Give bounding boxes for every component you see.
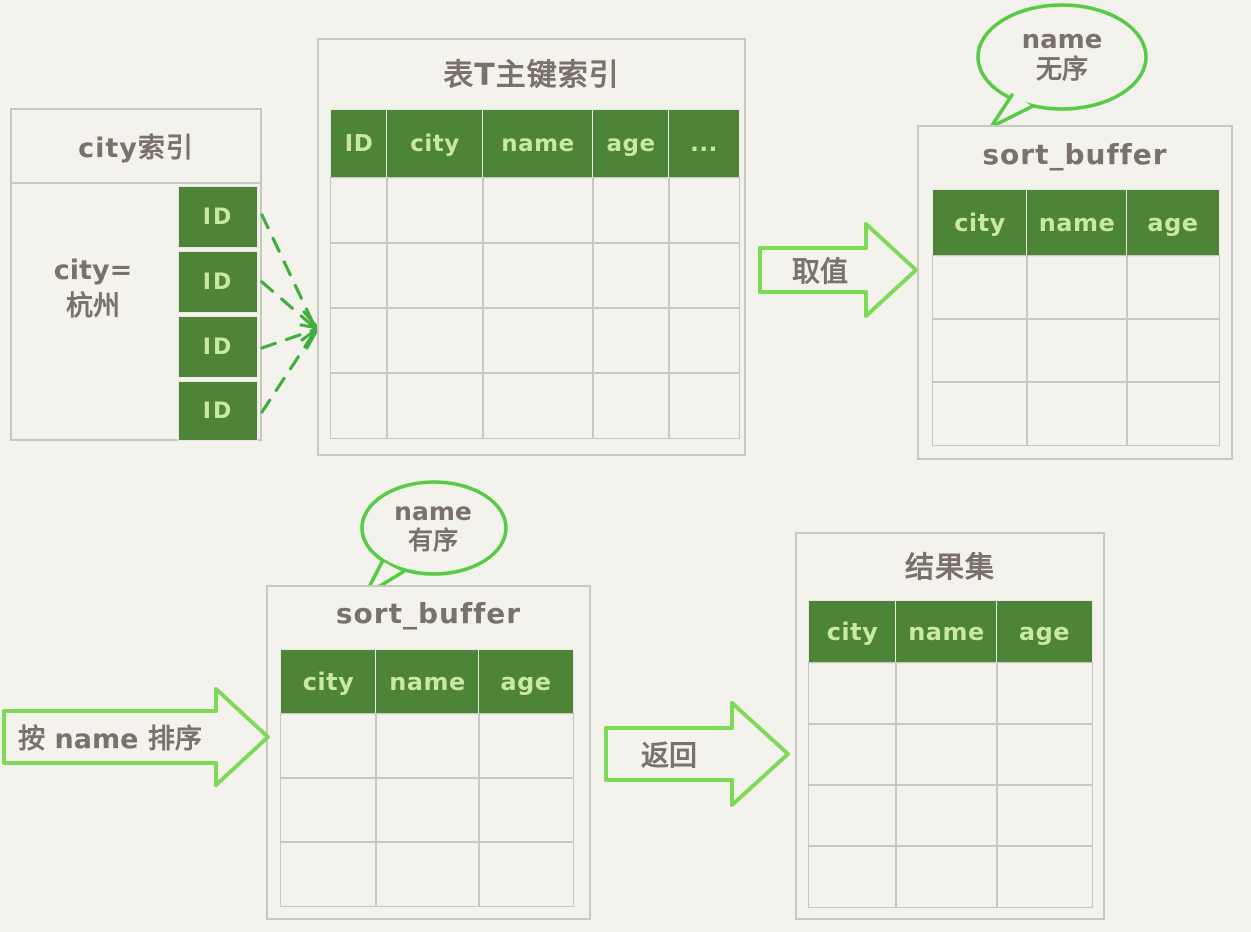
table-cell	[808, 662, 897, 725]
id-box-3: ID	[178, 381, 258, 441]
table-cell	[1126, 318, 1220, 383]
result-set-body	[808, 662, 1093, 908]
id-box-2: ID	[178, 316, 258, 378]
table-cell	[386, 307, 484, 374]
sbs-col-name: name	[375, 649, 480, 715]
sort-buffer-unsorted-body	[932, 255, 1220, 446]
table-cell	[1026, 318, 1128, 383]
table-cell	[482, 307, 594, 374]
table-cell	[1126, 381, 1220, 446]
table-cell	[808, 723, 897, 786]
table-cell	[932, 255, 1028, 320]
sbs-col-city: city	[280, 649, 377, 715]
sort-buffer-sorted-title: sort_buffer	[335, 597, 522, 630]
result-set-panel	[795, 532, 1105, 920]
table-cell	[330, 307, 388, 374]
primary-index-panel	[317, 38, 746, 456]
table-cell	[280, 841, 377, 907]
primary-col-city: city	[386, 109, 484, 179]
sort-buffer-unsorted-title: sort_buffer	[982, 138, 1168, 171]
primary-index-title: 表T主键索引	[443, 58, 620, 93]
table-cell	[478, 841, 574, 907]
table-cell	[386, 372, 484, 439]
table-cell	[592, 177, 670, 244]
table-cell	[482, 242, 594, 309]
table-cell	[1026, 381, 1128, 446]
rs-col-name: name	[895, 600, 998, 664]
name-unsorted-bubble-text: name 无序	[1021, 25, 1103, 85]
table-cell	[482, 372, 594, 439]
primary-col-age: age	[592, 109, 670, 179]
sbu-col-name: name	[1026, 189, 1128, 257]
table-cell	[895, 845, 998, 908]
id-box-1: ID	[178, 251, 258, 313]
fetch-arrow	[758, 220, 918, 320]
table-cell	[668, 307, 740, 374]
table-cell	[996, 784, 1093, 847]
fetch-arrow-label: 取值	[791, 255, 848, 288]
table-cell	[330, 372, 388, 439]
table-cell	[668, 177, 740, 244]
primary-col-name: name	[482, 109, 594, 179]
sort-by-name-arrow-label: 按 name 排序	[18, 723, 202, 755]
table-cell	[482, 177, 594, 244]
city-index-condition: city= 杭州	[53, 255, 133, 323]
primary-index-header-row: ID city name age ...	[330, 109, 740, 179]
sort-buffer-unsorted-header-row: city name age	[932, 189, 1220, 257]
table-cell	[668, 372, 740, 439]
table-cell	[386, 242, 484, 309]
name-sorted-bubble	[352, 478, 512, 600]
sort-buffer-sorted-header-row: city name age	[280, 649, 574, 715]
table-cell	[330, 242, 388, 309]
table-cell	[1126, 255, 1220, 320]
table-cell	[386, 177, 484, 244]
primary-index-body	[330, 177, 740, 439]
table-cell	[478, 777, 574, 843]
table-cell	[895, 723, 998, 786]
city-index-header-rule	[12, 182, 260, 184]
name-sorted-bubble-text: name 有序	[394, 497, 472, 555]
table-cell	[932, 318, 1028, 383]
id-box-0: ID	[178, 186, 258, 248]
primary-col-more: ...	[668, 109, 740, 179]
rs-col-age: age	[996, 600, 1093, 664]
table-cell	[895, 784, 998, 847]
sort-by-name-arrow	[2, 686, 270, 788]
table-cell	[375, 713, 480, 779]
table-cell	[592, 307, 670, 374]
table-cell	[808, 784, 897, 847]
table-cell	[668, 242, 740, 309]
table-cell	[478, 713, 574, 779]
table-cell	[280, 777, 377, 843]
sort-buffer-sorted-body	[280, 713, 574, 907]
table-cell	[280, 713, 377, 779]
table-cell	[996, 662, 1093, 725]
sort-buffer-unsorted-panel	[917, 125, 1233, 460]
sbu-col-city: city	[932, 189, 1028, 257]
table-cell	[932, 381, 1028, 446]
table-cell	[996, 723, 1093, 786]
city-index-title: city索引	[78, 133, 194, 164]
table-cell	[895, 662, 998, 725]
table-cell	[996, 845, 1093, 908]
table-cell	[808, 845, 897, 908]
table-cell	[375, 777, 480, 843]
table-cell	[1026, 255, 1128, 320]
sort-buffer-sorted-panel	[266, 585, 591, 920]
return-arrow	[604, 700, 790, 808]
name-unsorted-bubble	[970, 2, 1155, 132]
primary-col-id: ID	[330, 109, 388, 179]
table-cell	[592, 372, 670, 439]
result-set-title: 结果集	[904, 550, 995, 584]
table-cell	[592, 242, 670, 309]
result-set-header-row: city name age	[808, 600, 1093, 664]
rs-col-city: city	[808, 600, 897, 664]
sbs-col-age: age	[478, 649, 574, 715]
return-arrow-label: 返回	[640, 739, 697, 772]
sbu-col-age: age	[1126, 189, 1220, 257]
table-cell	[330, 177, 388, 244]
table-cell	[375, 841, 480, 907]
